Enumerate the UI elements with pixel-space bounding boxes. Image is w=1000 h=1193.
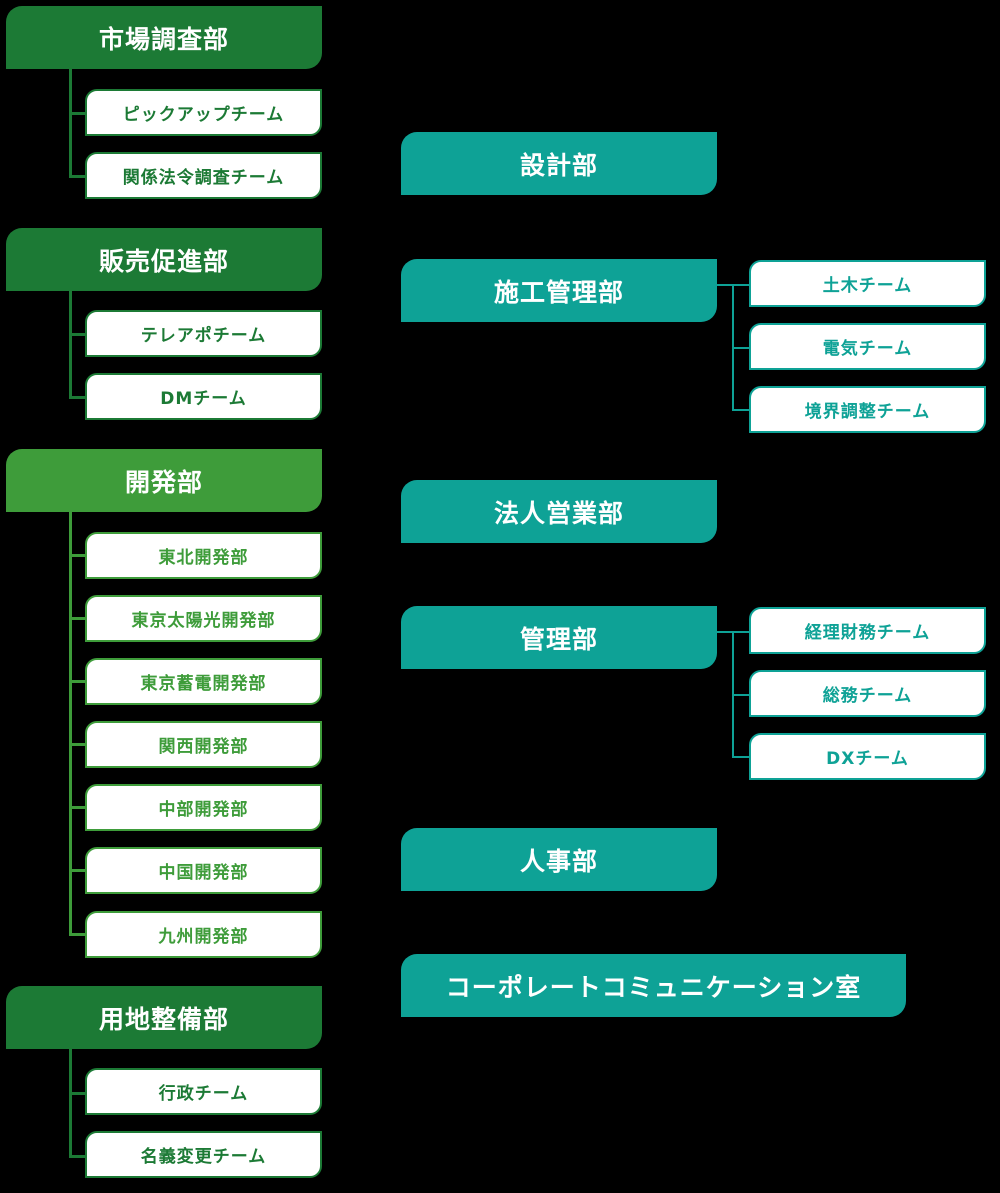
team-dm: DMチーム xyxy=(85,373,322,420)
team-legal-research: 関係法令調査チーム xyxy=(85,152,322,199)
team-boundary: 境界調整チーム xyxy=(749,386,986,433)
dept-construction-management: 施工管理部 xyxy=(401,259,717,322)
dept-hr: 人事部 xyxy=(401,828,717,891)
connector-vertical xyxy=(69,512,72,936)
connector-horizontal xyxy=(732,409,750,411)
connector-vertical xyxy=(69,291,72,399)
dept-sales-promotion: 販売促進部 xyxy=(6,228,322,291)
connector-horizontal xyxy=(69,1092,86,1095)
connector-horizontal xyxy=(732,694,750,696)
connector-horizontal xyxy=(732,347,750,349)
team-electrical: 電気チーム xyxy=(749,323,986,370)
team-civil: 土木チーム xyxy=(749,260,986,307)
dept-design: 設計部 xyxy=(401,132,717,195)
connector-horizontal xyxy=(69,554,86,557)
dept-corporate-sales: 法人営業部 xyxy=(401,480,717,543)
team-title-transfer: 名義変更チーム xyxy=(85,1131,322,1178)
team-tokyo-solar: 東京太陽光開発部 xyxy=(85,595,322,642)
team-kansai: 関西開発部 xyxy=(85,721,322,768)
connector-horizontal xyxy=(69,175,86,178)
connector-horizontal xyxy=(69,869,86,872)
dept-development: 開発部 xyxy=(6,449,322,512)
team-administrative: 行政チーム xyxy=(85,1068,322,1115)
team-pickup: ピックアップチーム xyxy=(85,89,322,136)
connector-horizontal xyxy=(69,806,86,809)
connector-horizontal xyxy=(732,756,750,758)
team-tohoku: 東北開発部 xyxy=(85,532,322,579)
connector-horizontal xyxy=(69,933,86,936)
team-teleapo: テレアポチーム xyxy=(85,310,322,357)
dept-administration: 管理部 xyxy=(401,606,717,669)
connector-horizontal xyxy=(69,333,86,336)
dept-land-development: 用地整備部 xyxy=(6,986,322,1049)
connector-horizontal xyxy=(69,617,86,620)
connector-horizontal xyxy=(69,396,86,399)
team-tokyo-storage: 東京蓄電開発部 xyxy=(85,658,322,705)
connector-horizontal xyxy=(69,112,86,115)
team-chubu: 中部開発部 xyxy=(85,784,322,831)
team-chugoku: 中国開発部 xyxy=(85,847,322,894)
connector-vertical xyxy=(69,69,72,178)
connector-horizontal xyxy=(69,1155,86,1158)
team-kyushu: 九州開発部 xyxy=(85,911,322,958)
team-accounting: 経理財務チーム xyxy=(749,607,986,654)
dept-corporate-communication: コーポレートコミュニケーション室 xyxy=(401,954,906,1017)
team-dx: DXチーム xyxy=(749,733,986,780)
dept-market-research: 市場調査部 xyxy=(6,6,322,69)
connector-horizontal xyxy=(69,743,86,746)
team-general-affairs: 総務チーム xyxy=(749,670,986,717)
connector-horizontal xyxy=(69,680,86,683)
connector-vertical xyxy=(69,1049,72,1158)
